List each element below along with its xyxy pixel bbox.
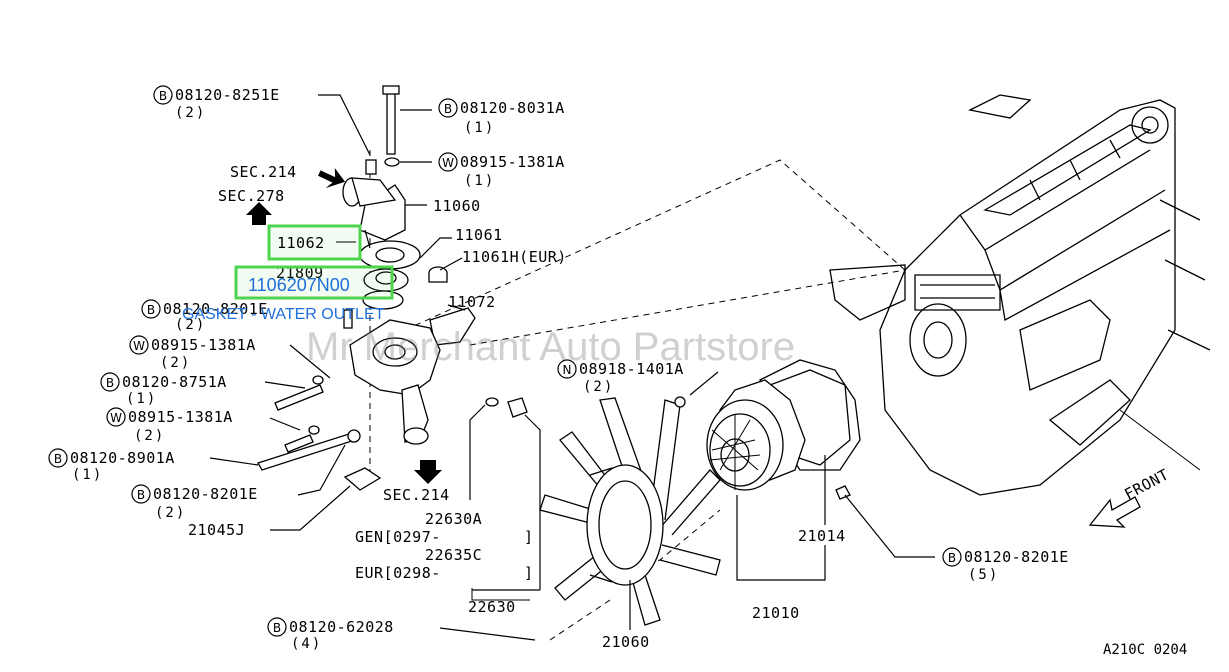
part-label-11072: 11072 xyxy=(448,293,496,311)
part-qty: (5) xyxy=(968,567,999,583)
highlight-description: GASKET - WATER OUTLET xyxy=(182,306,385,323)
part-qty: (2) xyxy=(155,505,186,521)
callout-n-08918-1401a: N 08918-1401A (2) xyxy=(557,359,684,395)
part-label-22635c: 22635C xyxy=(425,546,482,564)
dashed-guide-mid xyxy=(469,269,906,346)
part-qty: (4) xyxy=(291,636,322,652)
highlight-box-part-number[interactable] xyxy=(234,265,394,300)
part-label-21060: 21060 xyxy=(602,633,650,651)
callout-b-08120-8201e-left: B 08120-8201E (2) xyxy=(141,299,268,333)
part-qty: (1) xyxy=(464,120,495,136)
badge-letter: B xyxy=(54,452,62,466)
part-label-11061h: 11061H(EUR) xyxy=(462,248,567,266)
badge-letter: B xyxy=(444,102,452,116)
part-code: 08120-8251E xyxy=(175,86,280,104)
cooling-fan xyxy=(539,397,721,626)
diagram-code: A210C 0204 xyxy=(1103,642,1187,658)
part-qty: (1) xyxy=(72,467,103,483)
part-code: 08120-8901A xyxy=(70,449,175,467)
part-qty: (2) xyxy=(583,379,614,395)
sec-arrows xyxy=(246,168,442,484)
badge-letter: B xyxy=(273,621,281,635)
gen-range-close: ] xyxy=(524,528,534,546)
part-code: 08120-8201E xyxy=(163,300,268,318)
badge-letter: N xyxy=(563,363,572,377)
part-code: 08120-8201E xyxy=(153,485,258,503)
part-code: 08120-8031A xyxy=(460,99,565,117)
highlight-part-number[interactable]: 1106207N00 xyxy=(248,275,350,295)
front-arrow xyxy=(1088,496,1141,528)
part-code: 08120-62028 xyxy=(289,618,394,636)
part-code: 08915-1381A xyxy=(128,408,233,426)
badge-letter: W xyxy=(133,339,145,353)
leader-lines xyxy=(209,94,935,641)
callout-w-08915-1381a-top: W 08915-1381A (1) xyxy=(438,152,565,189)
callout-w-08915-1381a-low: W 08915-1381A (2) xyxy=(106,407,233,444)
part-qty: (1) xyxy=(126,391,157,407)
part-qty: (2) xyxy=(175,317,206,333)
part-code: 08915-1381A xyxy=(460,153,565,171)
part-label-22630: 22630 xyxy=(468,598,516,616)
part-code: 08918-1401A xyxy=(579,360,684,378)
dashed-guide-top xyxy=(404,159,906,331)
callout-b-08120-62028: B 08120-62028 (4) xyxy=(267,617,394,652)
badge-letter: B xyxy=(948,551,956,565)
part-qty: (2) xyxy=(160,355,191,371)
part-code: 08120-8201E xyxy=(964,548,1069,566)
callout-b-08120-8251e: B 08120-8251E (2) xyxy=(153,85,280,121)
section-ref-sec214-low[interactable]: SEC.214 xyxy=(383,486,450,504)
badge-letter: B xyxy=(159,89,167,103)
highlight-part-11062[interactable]: 11062 xyxy=(277,234,325,252)
callout-b-08120-8031a: B 08120-8031A (1) xyxy=(438,98,565,136)
callout-b-08120-8751a: B 08120-8751A (1) xyxy=(100,372,227,407)
part-label-21045j: 21045J xyxy=(188,521,245,539)
badge-letter: W xyxy=(110,411,122,425)
engine-block xyxy=(829,94,1211,496)
part-label-21014: 21014 xyxy=(798,527,846,545)
range-bracket xyxy=(471,588,530,601)
part-label-11060: 11060 xyxy=(433,197,481,215)
gen-range-label: GEN[0297- xyxy=(355,528,441,546)
water-pump xyxy=(674,359,861,500)
badge-letter: W xyxy=(442,156,454,170)
front-label: FRONT xyxy=(1121,465,1172,503)
part-code: 08915-1381A xyxy=(151,336,256,354)
badge-letter: B xyxy=(137,488,145,502)
badge-letter: B xyxy=(106,376,114,390)
callout-b-08120-8201e-low: B 08120-8201E (2) xyxy=(131,484,258,521)
watermark-text: Mr Merchant Auto Partstore xyxy=(306,325,795,369)
dashed-guide-bolt xyxy=(549,599,611,641)
section-ref-sec278[interactable]: SEC.278 xyxy=(218,187,285,205)
callout-b-08120-8201e-right: B 08120-8201E (5) xyxy=(942,547,1069,583)
part-label-11061: 11061 xyxy=(455,226,503,244)
part-qty: (2) xyxy=(134,428,165,444)
eur-range-label: EUR[0298- xyxy=(355,564,441,582)
section-ref-sec214-top[interactable]: SEC.214 xyxy=(230,163,297,181)
water-outlet-assembly xyxy=(257,85,528,491)
highlight-overlay[interactable]: 11062 1106207N00 GASKET - WATER OUTLET xyxy=(182,224,394,323)
eur-range-close: ] xyxy=(524,564,534,582)
part-label-21010: 21010 xyxy=(752,604,800,622)
badge-letter: B xyxy=(147,303,155,317)
callout-w-08915-1381a-mid: W 08915-1381A (2) xyxy=(129,335,256,371)
part-qty: (2) xyxy=(175,105,206,121)
part-label-22630a: 22630A xyxy=(425,510,482,528)
part-code: 08120-8751A xyxy=(122,373,227,391)
callout-b-08120-8901a: B 08120-8901A (1) xyxy=(48,448,175,483)
part-qty: (1) xyxy=(464,173,495,189)
